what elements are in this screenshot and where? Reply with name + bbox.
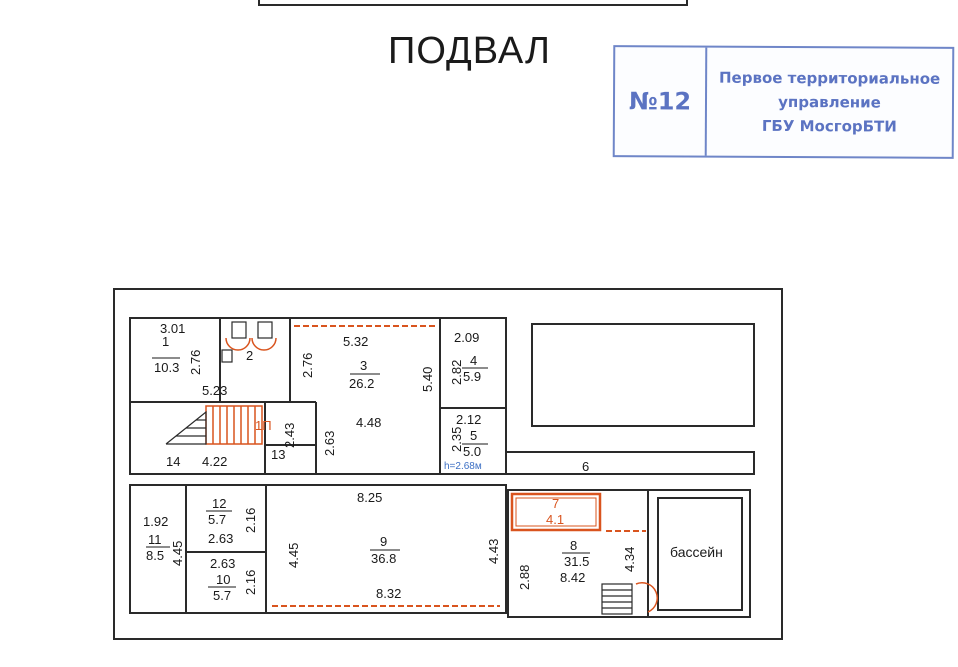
room-7-highlight (510, 492, 602, 532)
dim-2-16-a: 2.16 (243, 508, 258, 533)
dim-5-32: 5.32 (343, 334, 368, 349)
courtyard-outline (531, 323, 755, 427)
page-title: ПОДВАЛ (388, 30, 551, 72)
room-13-number: 13 (271, 447, 285, 462)
height-note: h=2.68м (444, 461, 482, 472)
room-9-number: 9 (380, 534, 387, 549)
room-3-number: 3 (360, 358, 367, 373)
room-9-area: 36.8 (371, 551, 396, 566)
staircase-1p (205, 405, 263, 445)
dim-2-43: 2.43 (282, 423, 297, 448)
room-10-area: 5.7 (213, 588, 231, 603)
room-10-number: 10 (216, 572, 230, 587)
room-11-number: 11 (148, 532, 162, 547)
room-11-area: 8.5 (146, 548, 164, 563)
dim-4-45-a: 4.45 (286, 543, 301, 568)
dim-2-76-a: 2.76 (188, 350, 203, 375)
walls-corridor-6 (505, 451, 755, 475)
room-12-area: 5.7 (208, 512, 226, 527)
room-4-area: 5.9 (463, 369, 481, 384)
dim-2-76-b: 2.76 (300, 353, 315, 378)
dim-2-35: 2.35 (449, 427, 464, 452)
room-14-number: 14 (166, 454, 180, 469)
dim-2-63-b: 2.63 (208, 531, 233, 546)
room-8-area: 31.5 (564, 554, 589, 569)
dim-8-25: 8.25 (357, 490, 382, 505)
room-7-inner (515, 497, 597, 527)
dim-4-48: 4.48 (356, 415, 381, 430)
walls-lower (129, 484, 507, 614)
dim-4-34: 4.34 (622, 547, 637, 572)
toilet-fixture (221, 321, 273, 363)
dim-8-32: 8.32 (376, 586, 401, 601)
top-frame (258, 0, 688, 6)
stair-label: 1П (255, 418, 272, 433)
dim-2-16-b: 2.16 (243, 570, 258, 595)
dim-1-92: 1.92 (143, 514, 168, 529)
room-3-area: 26.2 (349, 376, 374, 391)
lower-door-swing (635, 582, 658, 613)
room-6-number: 6 (582, 459, 589, 474)
dim-4-22: 4.22 (202, 454, 227, 469)
room-1-number: 1 (162, 334, 169, 349)
walls-upper (129, 317, 507, 475)
dim-8-42: 8.42 (560, 570, 585, 585)
room-1-area: 10.3 (154, 360, 179, 375)
room-12-number: 12 (212, 496, 226, 511)
dim-4-45-b: 4.45 (170, 541, 185, 566)
openings-dashed (272, 325, 646, 607)
dim-2-09: 2.09 (454, 330, 479, 345)
door-swings-room-2 (225, 337, 277, 351)
room-4-number: 4 (470, 353, 477, 368)
pool-label: бассейн (670, 544, 723, 560)
dim-3-01: 3.01 (160, 321, 185, 336)
room-2-number: 2 (246, 348, 253, 363)
room-5-number: 5 (470, 428, 477, 443)
room-8-number: 8 (570, 538, 577, 553)
dim-2-12: 2.12 (456, 412, 481, 427)
walls-lower-right (507, 489, 751, 618)
dim-5-40: 5.40 (420, 367, 435, 392)
room-7-number: 7 (552, 496, 559, 511)
dim-5-23: 5.23 (202, 383, 227, 398)
staircase-lower (601, 583, 633, 615)
dim-2-88: 2.88 (517, 565, 532, 590)
room-7-area: 4.1 (546, 512, 564, 527)
dim-2-63-a: 2.63 (322, 431, 337, 456)
dim-4-43: 4.43 (486, 539, 501, 564)
outer-boundary (113, 288, 783, 640)
dim-2-82: 2.82 (449, 360, 464, 385)
staircase-flight (165, 410, 207, 445)
dim-2-63-c: 2.63 (210, 556, 235, 571)
room-5-area: 5.0 (463, 444, 481, 459)
